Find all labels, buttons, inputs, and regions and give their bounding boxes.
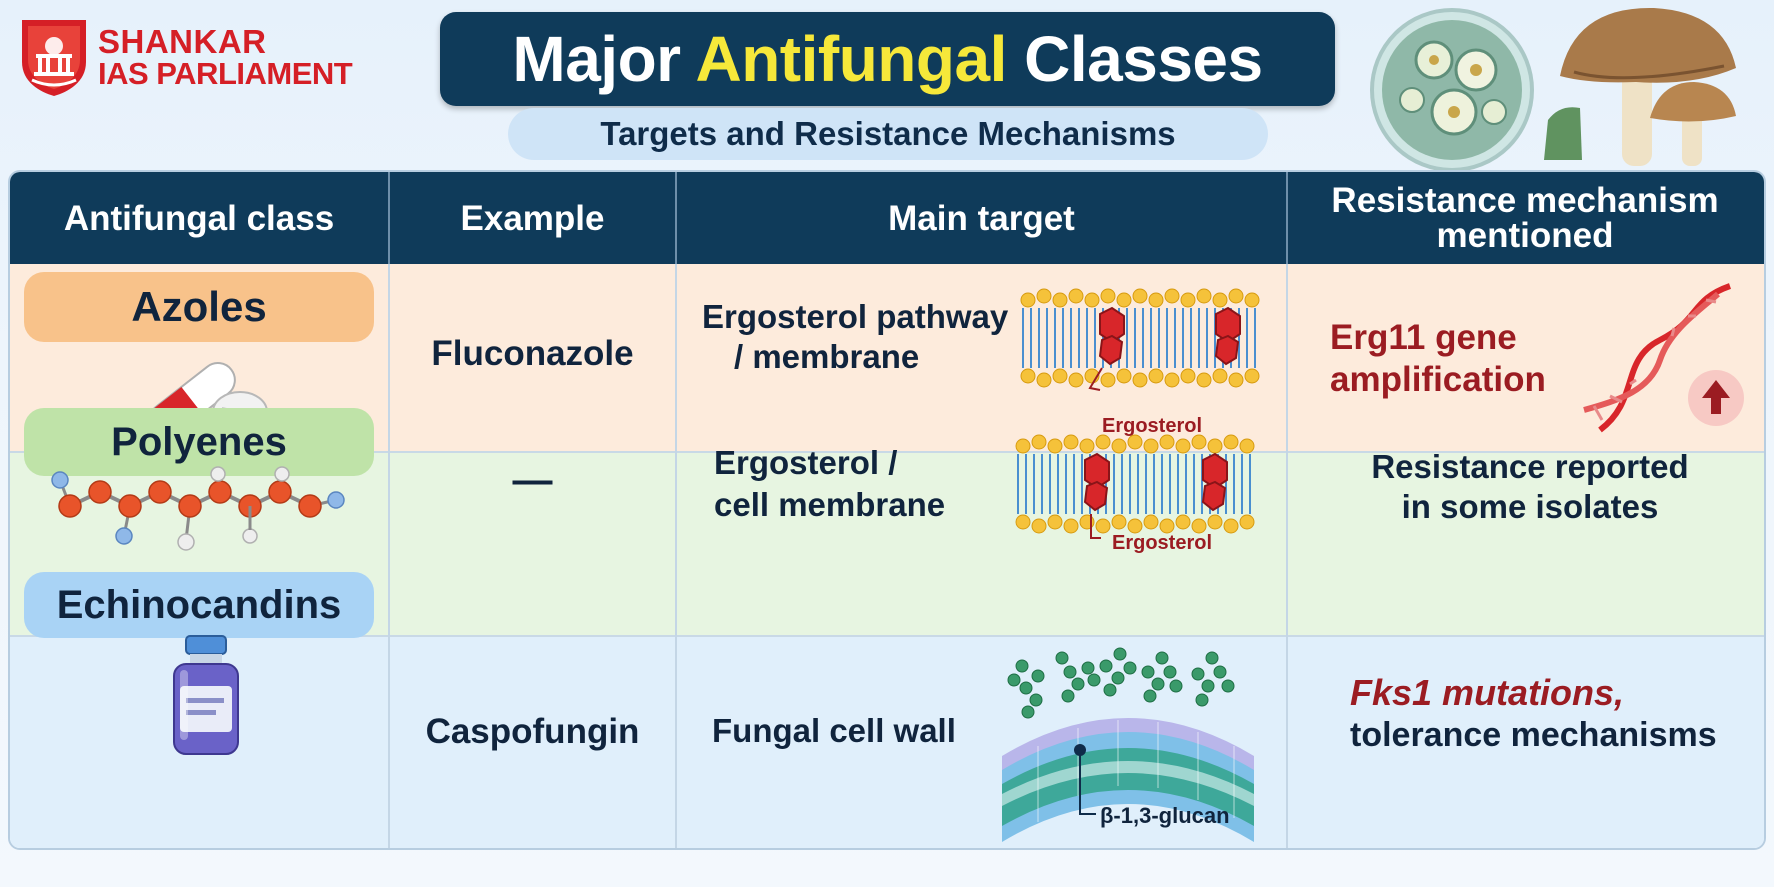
title-banner: Major Antifungal Classes (440, 12, 1335, 106)
brand-line2: IAS PARLIAMENT (98, 56, 353, 91)
label-glucan: β-1,3-glucan (1100, 803, 1230, 828)
resistance-polyenes-line1: Resistance reported (1371, 448, 1689, 485)
dna-up-arrow-icon (1583, 283, 1744, 433)
resistance-echinocandins-line2: tolerance mechanisms (1350, 716, 1717, 754)
petri-dish-mushroom-illustration (1370, 7, 1736, 172)
column-header-class: Antifungal class (63, 198, 335, 238)
label-ergosterol-polyenes: Ergosterol (1112, 532, 1213, 554)
class-pill-echinocandins: Echinocandins (24, 572, 374, 638)
title-highlight: Antifungal (695, 23, 1007, 95)
resistance-azoles-line2: amplification (1330, 360, 1546, 399)
brand-logo: SHANKAR IAS PARLIAMENT (18, 12, 418, 102)
row-divider (10, 635, 1764, 637)
parliament-shield-icon (22, 20, 86, 96)
target-azoles-line2: / membrane (734, 338, 920, 375)
lipid-bilayer-icon (1015, 434, 1255, 539)
column-header-target: Main target (888, 198, 1075, 238)
column-header-example: Example (460, 198, 605, 238)
target-polyenes-line2: cell membrane (714, 486, 946, 523)
mushroom-icon (1544, 7, 1736, 166)
target-polyenes-line1: Ergosterol / (714, 444, 898, 481)
row-divider (10, 451, 1764, 453)
vial-icon (173, 635, 239, 755)
molecule-chain-icon (51, 466, 345, 551)
petri-dish-icon (1370, 8, 1534, 172)
example-echinocandins: Caspofungin (425, 712, 640, 751)
page-title: Major Antifungal Classes (512, 23, 1263, 95)
antifungal-table: Antifungal class Example Main target Res… (8, 170, 1766, 850)
example-polyenes: — (512, 458, 553, 502)
table-row-echinocandins (10, 636, 1764, 848)
resistance-azoles-line1: Erg11 gene (1330, 318, 1517, 357)
lipid-bilayer-icon (1020, 288, 1260, 391)
cell-wall-glucan-icon (1002, 647, 1254, 842)
column-divider (1286, 172, 1288, 848)
page-subtitle: Targets and Resistance Mechanisms (508, 108, 1268, 160)
target-echinocandins: Fungal cell wall (712, 712, 956, 749)
class-pill-azoles: Azoles (24, 272, 374, 342)
class-pill-polyenes: Polyenes (24, 408, 374, 476)
column-divider (388, 172, 390, 848)
example-azoles: Fluconazole (431, 334, 634, 373)
column-header-resistance: Resistance mechanism mentioned (1331, 181, 1719, 255)
resistance-echinocandins-line1: Fks1 mutations, (1350, 672, 1625, 713)
target-azoles-line1: Ergosterol pathway (702, 298, 1009, 335)
label-ergosterol-azoles: Ergosterol (1102, 415, 1203, 437)
column-divider (675, 172, 677, 848)
brand-line1: SHANKAR (98, 23, 267, 60)
resistance-polyenes-line2: in some isolates (1401, 488, 1659, 525)
table-header: Antifungal class Example Main target Res… (10, 172, 1764, 264)
